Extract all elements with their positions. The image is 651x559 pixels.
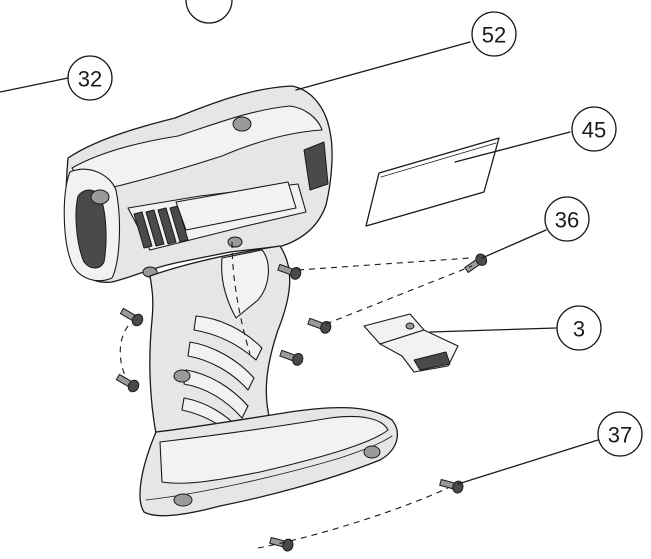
base-top-face [159,415,389,484]
assembly-lines [119,241,473,549]
base-screw-boss [363,445,381,459]
housing-screw-boss [90,189,110,205]
callout-36: 36 [544,196,590,242]
callout-32: 32 [67,55,113,101]
screw [279,349,304,366]
top-label-window [175,181,297,231]
screw [269,536,294,552]
callout-label: 52 [482,23,506,48]
grip-ribs [181,315,263,437]
housing-screw-boss [232,116,252,132]
screw [119,307,144,327]
housing-top-band [71,105,323,188]
callout-label: 3 [573,317,585,342]
housing-screw-boss [227,236,243,248]
rear-vent [303,141,329,191]
screw [464,253,488,273]
drill-housing [63,85,398,517]
screw [115,373,140,393]
screw [307,317,332,334]
label-plate [365,137,500,227]
callout-label: 37 [608,423,632,448]
callout-label: 32 [78,67,102,92]
leader-lines [0,41,599,485]
belt-clip [363,313,459,373]
callout-label: 36 [555,208,579,233]
base-screw-boss [173,493,193,507]
vent-slots [133,205,189,249]
callout-label: 45 [582,118,606,143]
callout-52: 52 [471,11,517,57]
callout-3: 3 [556,305,602,351]
callout-37: 37 [597,411,643,457]
callout-45: 45 [571,106,617,152]
handle-screw-boss [173,369,191,383]
screw [439,478,464,494]
label-plate-edge [380,142,497,178]
cropped-callout-circle [185,0,233,24]
